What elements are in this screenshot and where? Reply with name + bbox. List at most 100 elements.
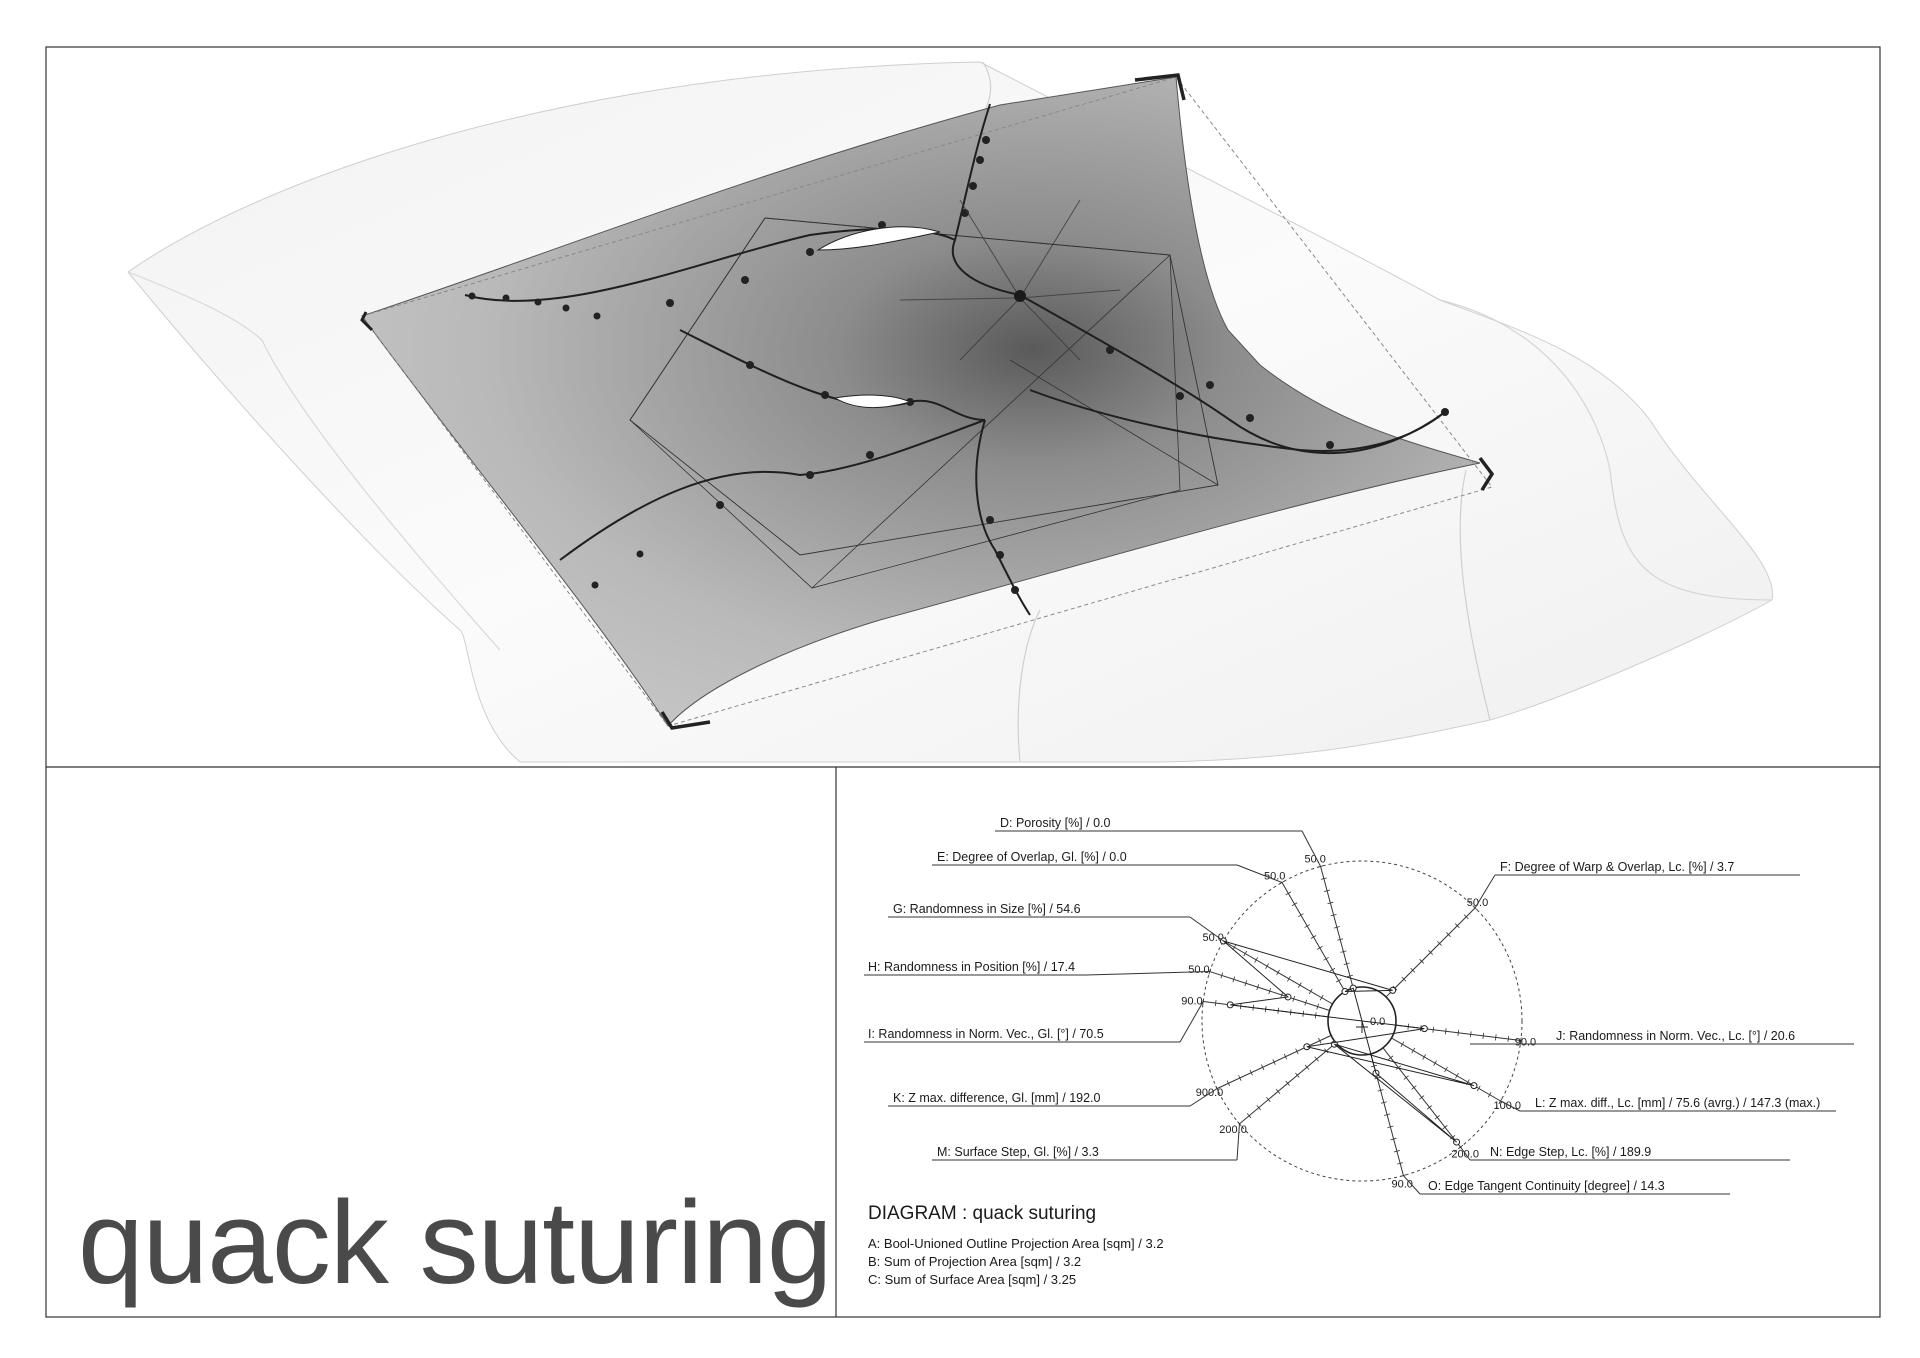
- radar-max-label-m: 200.0: [1219, 1124, 1247, 1136]
- leader-elbow-n: [1460, 1146, 1471, 1161]
- cloth-fold-bottom: [1017, 609, 1041, 763]
- radar-tick: [1444, 1066, 1448, 1073]
- radar-max-label-l: 100.0: [1493, 1100, 1521, 1112]
- leader-elbow-j: [1519, 1040, 1522, 1045]
- radar-tick: [1238, 1075, 1242, 1081]
- param-label-l: L: Z max. diff., Lc. [mm] / 75.6 (avrg.)…: [1535, 1096, 1820, 1110]
- wire-diagonal-2: [1009, 359, 1219, 486]
- radar-tick: [1330, 913, 1337, 917]
- radar-tick: [1232, 976, 1236, 983]
- radar-tick: [1208, 968, 1212, 975]
- radar-tick: [1437, 941, 1442, 946]
- radar-tick: [1298, 913, 1304, 918]
- leader-elbow-d: [1301, 830, 1322, 867]
- radar-max-label-d: 50.0: [1305, 854, 1326, 866]
- radar-tick: [1390, 1137, 1397, 1141]
- radar-tick: [1256, 984, 1260, 991]
- radar-tick: [1433, 1060, 1437, 1066]
- summary-a: A: Bool-Unioned Outline Projection Area …: [868, 1236, 1164, 1251]
- radar-tick: [1495, 1034, 1497, 1041]
- radar-tick: [1308, 988, 1313, 995]
- seam-right-lower: [1029, 389, 1446, 452]
- radar-tick: [1304, 924, 1310, 928]
- seam-right: [1019, 294, 1446, 455]
- radar-tick: [1310, 935, 1317, 939]
- radar-tick: [1434, 1115, 1440, 1120]
- leader-elbow-o: [1403, 1175, 1421, 1195]
- radar-tick: [1202, 998, 1204, 1005]
- radar-tick: [1226, 1080, 1231, 1087]
- radar-tick: [1377, 1089, 1384, 1092]
- radar-tick: [1292, 995, 1296, 1002]
- radar-tick: [1287, 976, 1291, 982]
- radar-diagram: 0.050.0D: Porosity [%] / 0.050.0E: Degre…: [864, 816, 1854, 1195]
- radar-tick: [1295, 1048, 1299, 1055]
- radar-tick: [1243, 950, 1248, 957]
- radar-tick: [1268, 988, 1272, 995]
- radar-tick: [1346, 974, 1353, 978]
- radar-max-label-g: 50.0: [1203, 932, 1224, 944]
- radar-center-value: 0.0: [1370, 1016, 1385, 1028]
- radar-tick: [1265, 963, 1269, 969]
- radar-tick: [1401, 976, 1407, 982]
- radar-tick: [1317, 946, 1323, 950]
- corner-bracket-bottom-left: [660, 711, 711, 730]
- radar-tick: [1463, 914, 1469, 920]
- radar-tick: [1432, 1026, 1435, 1033]
- radar-max-label-j: 90.0: [1515, 1036, 1536, 1048]
- radar-tick: [1285, 1080, 1290, 1086]
- param-label-o: O: Edge Tangent Continuity [degree] / 14…: [1428, 1179, 1665, 1193]
- radar-tick: [1316, 1003, 1319, 1010]
- radar-tick: [1457, 1029, 1460, 1036]
- radar-tick: [1384, 1113, 1391, 1116]
- radar-tick: [1387, 1125, 1394, 1129]
- radar-value-polygon: [1223, 940, 1475, 1143]
- sheet-border: [45, 46, 1881, 1318]
- param-label-m: M: Surface Step, Gl. [%] / 3.3: [937, 1145, 1099, 1159]
- radar-tick: [1291, 902, 1298, 907]
- leader-elbow-l: [1500, 1100, 1521, 1112]
- seam-left-lower: [559, 419, 986, 561]
- summary-b: B: Sum of Projection Area [sqm] / 3.2: [868, 1254, 1081, 1269]
- radar-tick: [1261, 1064, 1265, 1071]
- radar-tick: [1304, 999, 1308, 1006]
- radar-tick: [1397, 1162, 1404, 1165]
- radar-tick: [1454, 923, 1460, 929]
- radar-tick: [1237, 1121, 1242, 1127]
- radar-tick: [1470, 1031, 1472, 1038]
- param-label-k: K: Z max. difference, Gl. [mm] / 192.0: [893, 1091, 1101, 1105]
- leader-elbow-i: [1179, 1001, 1204, 1043]
- cloth-fold-left: [127, 271, 501, 651]
- param-label-j: J: Randomness in Norm. Vec., Lc. [°] / 2…: [1556, 1029, 1795, 1043]
- cloth-fold-bottom-right: [1459, 469, 1491, 721]
- radar-tick: [1320, 877, 1327, 880]
- radar-tick: [1319, 994, 1324, 1001]
- radar-tick: [1254, 957, 1259, 963]
- radar-tick: [1446, 932, 1451, 937]
- radar-tick: [1318, 1037, 1322, 1044]
- radar-tick: [1442, 1125, 1448, 1130]
- leader-elbow-g: [1189, 916, 1224, 942]
- radar-tick: [1272, 1059, 1276, 1065]
- radar-tick: [1388, 1055, 1394, 1060]
- radar-tick: [1450, 1134, 1456, 1140]
- radar-tick: [1246, 1113, 1252, 1119]
- radar-outer-circle: [1201, 860, 1523, 1182]
- pinch-center: [1014, 290, 1026, 302]
- radar-tick: [1329, 967, 1336, 972]
- radar-tick: [1324, 889, 1331, 892]
- radar-tick: [1411, 1085, 1417, 1090]
- radar-tick: [1335, 978, 1342, 983]
- radar-tick: [1266, 1096, 1271, 1103]
- radar-tick: [1256, 1105, 1261, 1111]
- radar-tick: [1343, 962, 1350, 965]
- corner-bracket-right: [1478, 456, 1495, 491]
- radar-tick: [1275, 1088, 1281, 1095]
- radar-tick: [1280, 991, 1284, 998]
- radar-tick: [1419, 958, 1425, 964]
- param-label-n: N: Edge Step, Lc. [%] / 189.9: [1490, 1145, 1651, 1159]
- opening-upper: [816, 226, 941, 251]
- radar-tick: [1214, 1000, 1217, 1007]
- param-label-f: F: Degree of Warp & Overlap, Lc. [%] / 3…: [1500, 860, 1734, 874]
